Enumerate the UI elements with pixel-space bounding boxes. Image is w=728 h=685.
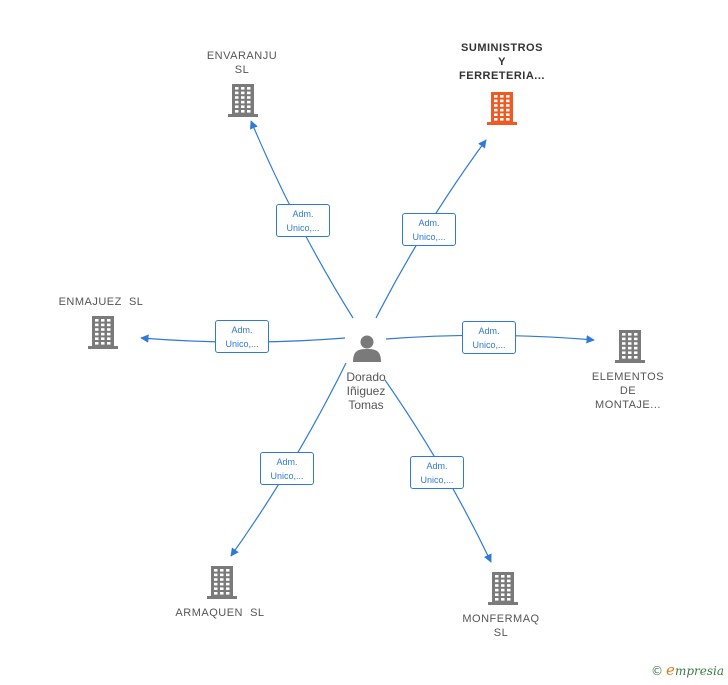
company-name-suministros[interactable]: SUMINISTROS Y FERRETERIA... bbox=[447, 41, 557, 83]
brand-watermark: ©empresia bbox=[651, 661, 724, 679]
company-name-enmajuez[interactable]: ENMAJUEZ SL bbox=[46, 295, 156, 309]
building-icon-suministros[interactable] bbox=[487, 92, 517, 125]
brand-initial: e bbox=[666, 661, 675, 679]
relation-label-line: Unico,... bbox=[472, 340, 506, 350]
company-name-line: DE bbox=[619, 385, 637, 397]
relation-label-line: Adm. bbox=[426, 461, 448, 471]
building-icon-armaquen[interactable] bbox=[207, 566, 237, 599]
brand-name: mpresia bbox=[674, 664, 724, 678]
relation-label-elementos[interactable]: Adm. Unico,... bbox=[462, 321, 516, 354]
company-name-envaranju[interactable]: ENVARANJU SL bbox=[192, 49, 292, 77]
relation-label-line: Adm. bbox=[418, 218, 440, 228]
company-name-line: SL bbox=[493, 627, 509, 639]
copyright-icon: © bbox=[651, 664, 664, 678]
relation-label-line: Unico,... bbox=[225, 339, 259, 349]
person-name-line-3: Tomas bbox=[348, 398, 384, 412]
relation-label-envaranju[interactable]: Adm. Unico,... bbox=[276, 204, 330, 237]
company-name-line: SL bbox=[234, 64, 250, 76]
person-name-line-1: Dorado bbox=[346, 370, 386, 384]
relation-label-line: Unico,... bbox=[420, 475, 454, 485]
company-name-line: MONTAJE... bbox=[595, 399, 661, 411]
building-icon-elementos[interactable] bbox=[615, 330, 645, 363]
company-name-line: FERRETERIA... bbox=[459, 70, 545, 82]
company-name-armaquen[interactable]: ARMAQUEN SL bbox=[165, 606, 275, 620]
relation-label-line: Adm. bbox=[478, 326, 500, 336]
company-name-elementos[interactable]: ELEMENTOS DE MONTAJE... bbox=[583, 370, 673, 412]
relation-label-suministros[interactable]: Adm. Unico,... bbox=[402, 213, 456, 246]
company-name-line: Y bbox=[498, 56, 506, 68]
relation-label-line: Adm. bbox=[292, 209, 314, 219]
relation-label-enmajuez[interactable]: Adm. Unico,... bbox=[215, 320, 269, 353]
company-name-line: ENMAJUEZ SL bbox=[58, 296, 144, 308]
company-name-line: ARMAQUEN SL bbox=[175, 607, 265, 619]
company-name-line: SUMINISTROS bbox=[461, 42, 543, 54]
company-name-line: ENVARANJU bbox=[206, 50, 278, 62]
relation-label-line: Unico,... bbox=[270, 471, 304, 481]
relation-label-line: Adm. bbox=[231, 325, 253, 335]
relation-label-monfermaq[interactable]: Adm. Unico,... bbox=[410, 456, 464, 489]
person-name-line-2: Iñiguez bbox=[346, 384, 386, 398]
relation-label-line: Unico,... bbox=[286, 223, 320, 233]
building-icon-enmajuez[interactable] bbox=[88, 316, 118, 349]
company-name-line: MONFERMAQ bbox=[462, 613, 540, 625]
relation-label-line: Unico,... bbox=[412, 232, 446, 242]
company-name-line: ELEMENTOS bbox=[591, 371, 665, 383]
company-name-monfermaq[interactable]: MONFERMAQ SL bbox=[451, 612, 551, 640]
building-icon-monfermaq[interactable] bbox=[488, 572, 518, 605]
relation-label-armaquen[interactable]: Adm. Unico,... bbox=[260, 452, 314, 485]
person-name[interactable]: Dorado Iñiguez Tomas bbox=[336, 370, 396, 412]
person-icon[interactable] bbox=[353, 335, 381, 363]
relation-label-line: Adm. bbox=[276, 457, 298, 467]
building-icon-envaranju[interactable] bbox=[228, 84, 258, 117]
